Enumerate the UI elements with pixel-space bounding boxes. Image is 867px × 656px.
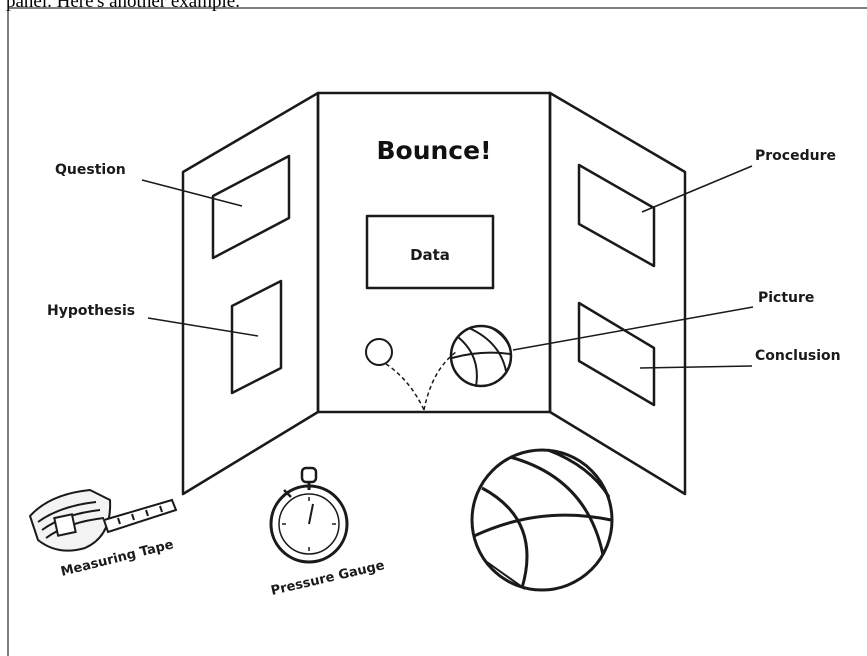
data-label: Data [410,246,450,264]
conclusion-box [577,301,656,407]
picture-leader-line [512,306,754,351]
left-panel [181,91,320,496]
hypothesis-label: Hypothesis [47,303,135,319]
measuring-tape-icon [28,488,178,552]
question-label: Question [55,162,126,178]
question-leader-line [141,179,243,207]
small-basketball-icon [449,324,513,388]
stopwatch-icon [269,466,349,564]
bounce-path-up [423,351,457,411]
question-box [211,154,291,260]
hypothesis-box [230,279,283,395]
procedure-box [577,163,656,268]
basketball-icon [470,448,614,592]
right-panel [548,91,687,496]
conclusion-label: Conclusion [755,348,841,364]
conclusion-leader-line [639,365,753,369]
small-ball-icon [365,338,393,366]
pressure-gauge-label: Pressure Gauge [270,558,387,599]
picture-label: Picture [758,290,814,306]
procedure-leader-line [641,165,753,213]
procedure-label: Procedure [755,148,836,164]
hypothesis-leader-line [147,317,259,337]
bounce-path-down [385,363,425,411]
caption-fragment: panel. Here's another example. [6,0,240,12]
board-title: Bounce! [376,136,491,165]
data-box [365,214,495,290]
